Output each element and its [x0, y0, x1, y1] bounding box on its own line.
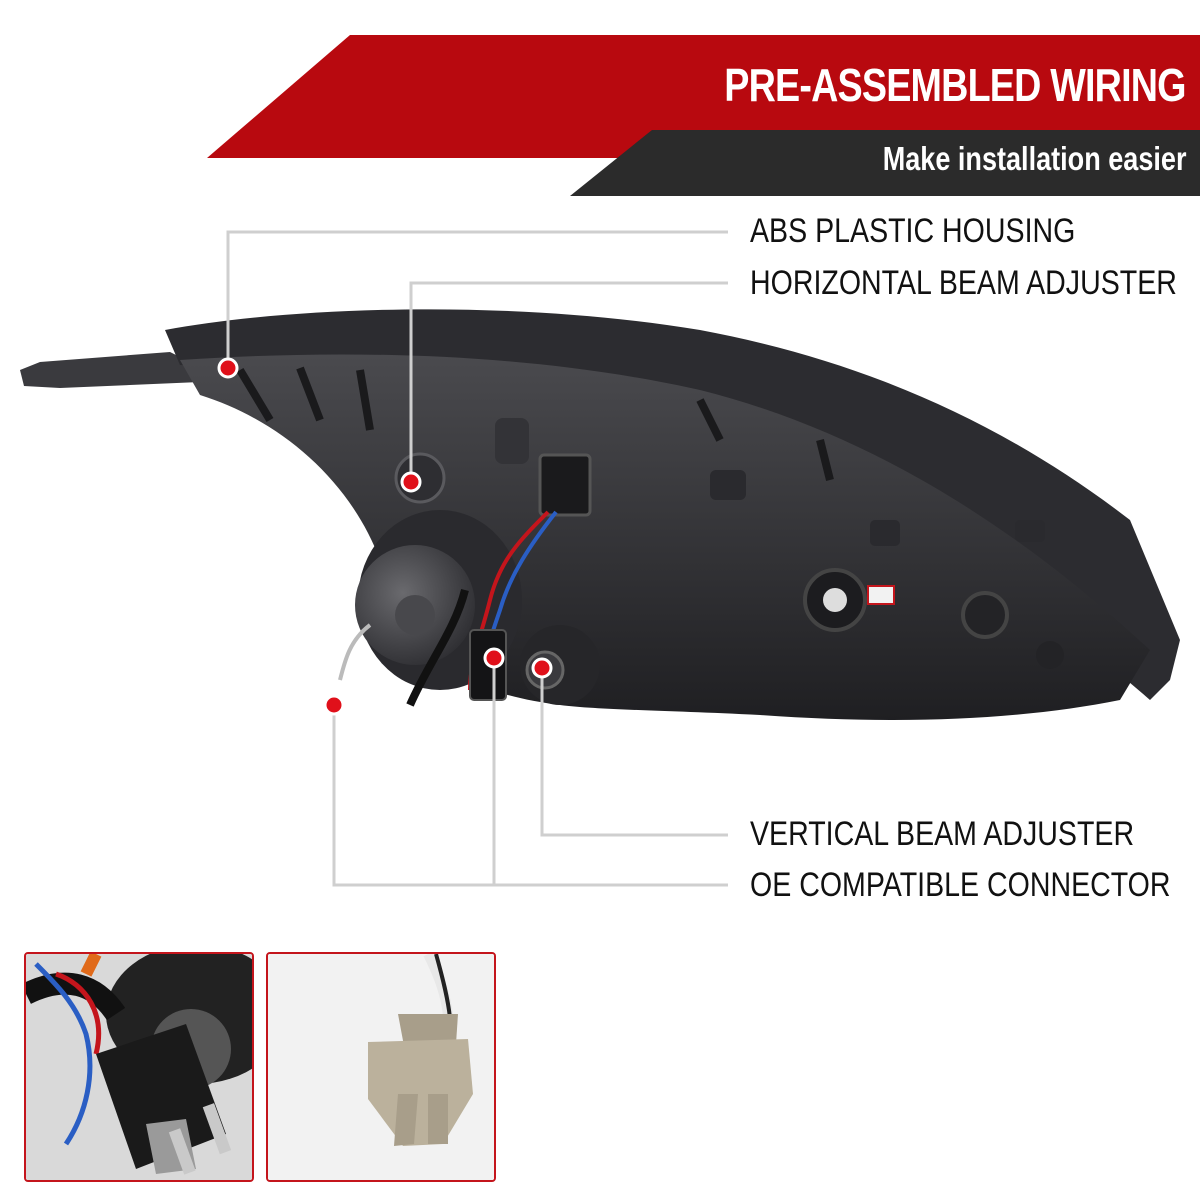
- mounting-tab: [20, 352, 200, 388]
- warning-sticker: [867, 585, 895, 605]
- header-banner: [207, 35, 1200, 196]
- callout-dot: [323, 694, 345, 716]
- lens-rim: [165, 309, 1180, 700]
- inset-harness-connector: [24, 952, 254, 1182]
- top-bump: [495, 418, 529, 464]
- top-bump: [710, 470, 746, 500]
- header-subtitle: Make installation easier: [882, 140, 1186, 177]
- bulb-socket-closeup: [268, 954, 494, 1180]
- dust-cap-center: [395, 595, 435, 635]
- callout-oe-connector: OE COMPATIBLE CONNECTOR: [750, 866, 1171, 904]
- callout-vertical-adjuster: VERTICAL BEAM ADJUSTER: [750, 815, 1135, 853]
- callout-dot: [531, 657, 553, 679]
- side-socket-inner: [823, 588, 847, 612]
- side-socket: [961, 591, 1009, 639]
- leader-line-vertical: [540, 668, 728, 837]
- housing-body: [180, 354, 1150, 720]
- callout-abs-housing: ABS PLASTIC HOUSING: [750, 212, 1076, 250]
- leader-line-connector: [332, 705, 728, 887]
- callout-dot: [217, 357, 239, 379]
- header-title: PRE-ASSEMBLED WIRING: [724, 59, 1187, 111]
- side-socket: [1036, 641, 1064, 669]
- callout-dot: [400, 471, 422, 493]
- red-banner: [207, 35, 1200, 158]
- callout-horizontal-adjuster: HORIZONTAL BEAM ADJUSTER: [750, 264, 1177, 302]
- housing-rib: [236, 366, 834, 481]
- top-bump: [1015, 520, 1045, 542]
- leader-line-horizontal: [409, 281, 728, 482]
- harness-plug-closeup: [26, 954, 252, 1180]
- inset-bulb-socket: [266, 952, 496, 1182]
- wire-black: [406, 589, 469, 707]
- side-wire: [338, 623, 372, 681]
- top-bump: [870, 520, 900, 546]
- dark-banner: [570, 130, 1200, 196]
- leader-line-abs: [226, 230, 728, 367]
- callout-dot: [483, 647, 505, 669]
- top-connector: [538, 453, 592, 517]
